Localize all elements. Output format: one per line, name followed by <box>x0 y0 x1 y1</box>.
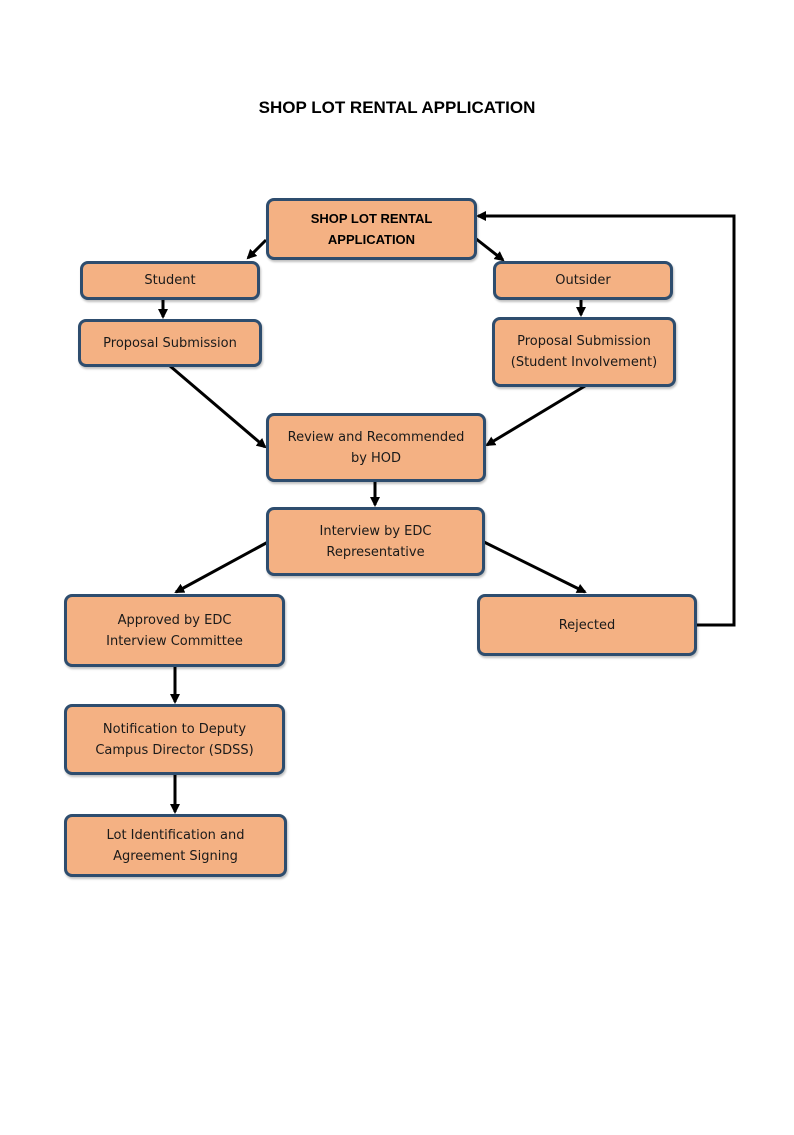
interview-node: Interview by EDC Representative <box>266 507 485 576</box>
document-title: SHOP LOT RENTAL APPLICATION <box>258 98 536 117</box>
proposal-outsider-node: Proposal Submission (Student Involvement… <box>492 317 676 387</box>
arrow-start-to-outsider <box>474 236 505 262</box>
arrow-rejected-to-start <box>476 211 736 627</box>
approved-node: Approved by EDC Interview Committee <box>64 594 285 667</box>
proposal-student-node: Proposal Submission <box>78 319 262 367</box>
rejected-node: Rejected <box>477 594 697 656</box>
start-node: SHOP LOT RENTAL APPLICATION <box>266 198 477 260</box>
outsider-node: Outsider <box>493 261 673 300</box>
arrow-interview-to-approved <box>174 540 269 594</box>
student-node: Student <box>80 261 260 300</box>
arrow-start-to-student <box>246 238 268 260</box>
review-node: Review and Recommended by HOD <box>266 413 486 482</box>
agreement-node: Lot Identification and Agreement Signing <box>64 814 287 877</box>
notification-node: Notification to Deputy Campus Director (… <box>64 704 285 775</box>
arrow-proposal-student-to-review <box>169 364 267 449</box>
arrow-interview-to-rejected <box>483 540 587 594</box>
arrow-proposal-outsider-to-review <box>485 384 586 447</box>
